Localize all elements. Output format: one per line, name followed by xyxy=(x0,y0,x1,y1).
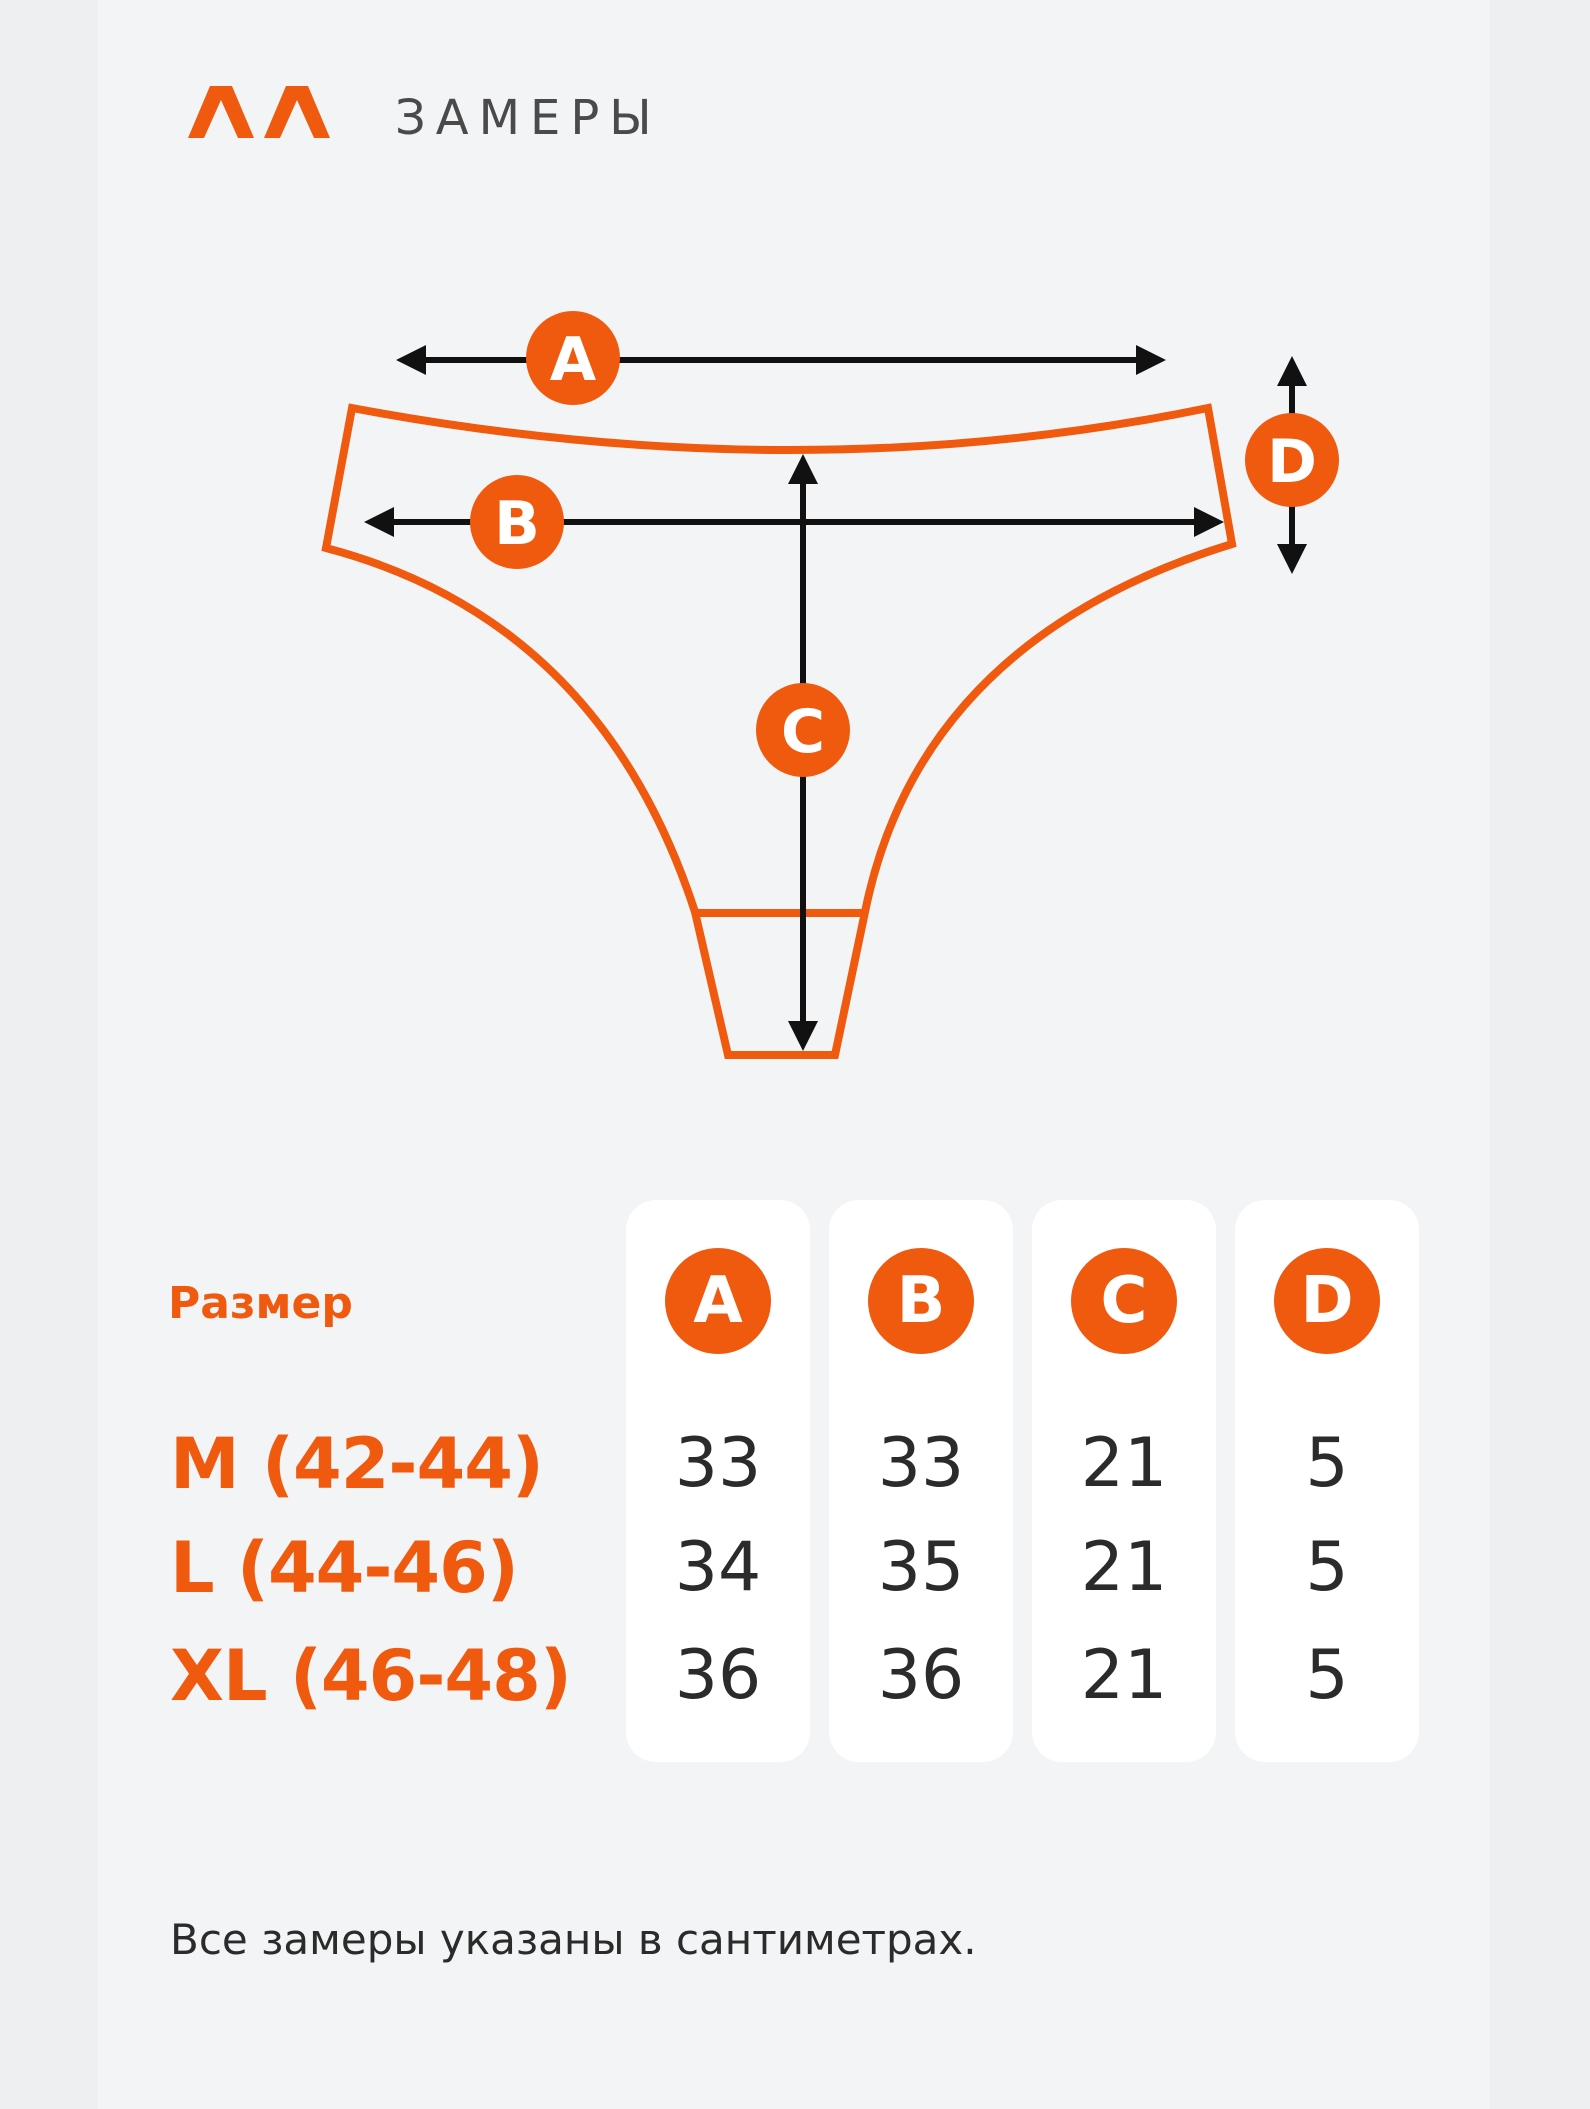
table-cell: 35 xyxy=(877,1528,965,1607)
table-cell: 33 xyxy=(877,1424,965,1503)
svg-text:D: D xyxy=(1267,427,1317,497)
page-title: ЗАМЕРЫ xyxy=(395,90,662,146)
diagram-label-b: B xyxy=(470,475,564,569)
table-cell: 36 xyxy=(674,1636,762,1715)
units-footnote: Все замеры указаны в сантиметрах. xyxy=(170,1915,977,1964)
column-header-badge: D xyxy=(1274,1248,1380,1354)
column-header-badge: C xyxy=(1071,1248,1177,1354)
size-header-label: Размер xyxy=(168,1278,353,1329)
diagram-label-a: A xyxy=(526,311,620,405)
table-cell: 5 xyxy=(1305,1528,1349,1607)
size-row-label: L (44-46) xyxy=(170,1527,519,1609)
diagram-label-c: C xyxy=(756,683,850,777)
garment-diagram: A B C D xyxy=(321,311,1339,1059)
garment-outline xyxy=(321,403,1237,1059)
svg-text:C: C xyxy=(781,697,825,767)
table-cell: 5 xyxy=(1305,1636,1349,1715)
column-c: C 21 21 21 xyxy=(1032,1200,1216,1762)
diagram-label-d: D xyxy=(1245,413,1339,507)
table-cell: 21 xyxy=(1080,1636,1168,1715)
table-cell: 5 xyxy=(1305,1424,1349,1503)
table-cell: 21 xyxy=(1080,1528,1168,1607)
size-row-label: M (42-44) xyxy=(170,1423,544,1505)
table-cell: 36 xyxy=(877,1636,965,1715)
column-a: A 33 34 36 xyxy=(626,1200,810,1762)
column-b: B 33 35 36 xyxy=(829,1200,1013,1762)
column-d: D 5 5 5 xyxy=(1235,1200,1419,1762)
size-row-label: XL (46-48) xyxy=(170,1635,572,1717)
svg-text:A: A xyxy=(550,325,597,395)
column-header-badge: A xyxy=(665,1248,771,1354)
column-header-badge: B xyxy=(868,1248,974,1354)
table-cell: 33 xyxy=(674,1424,762,1503)
svg-text:B: B xyxy=(494,489,540,559)
table-cell: 21 xyxy=(1080,1424,1168,1503)
brand-logo-icon xyxy=(188,86,330,138)
table-cell: 34 xyxy=(674,1528,762,1607)
